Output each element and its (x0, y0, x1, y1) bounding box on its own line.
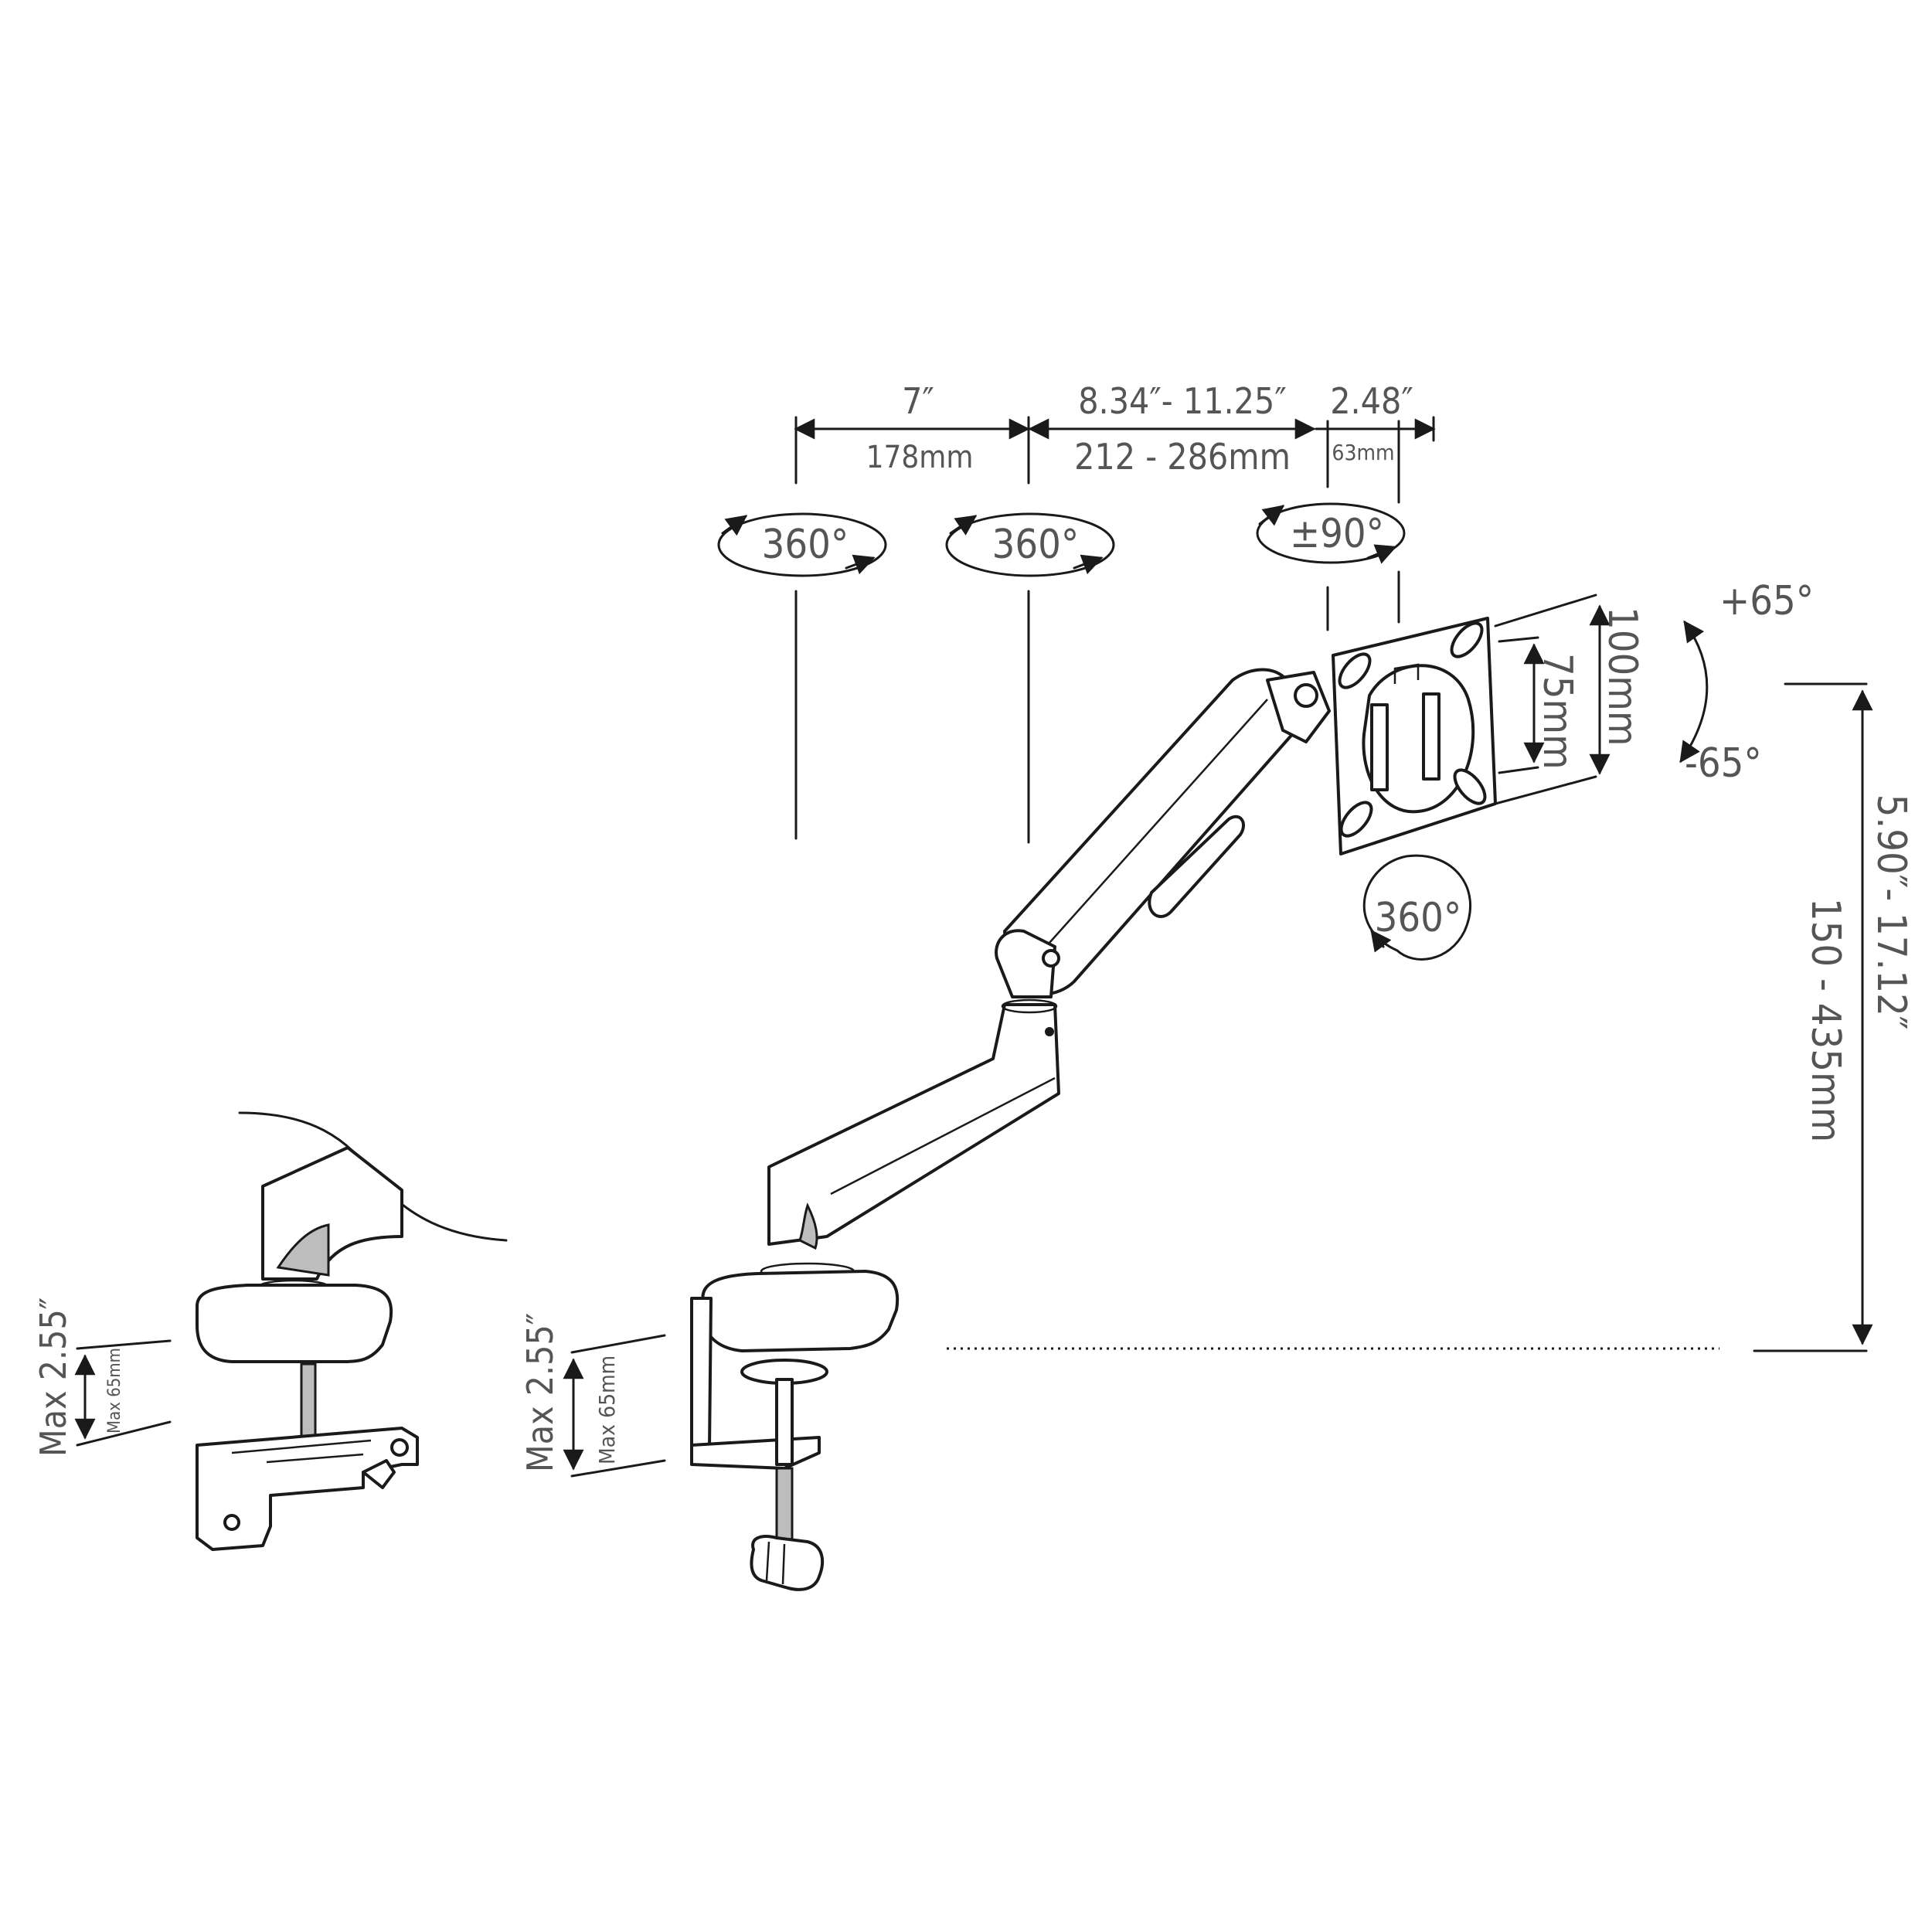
grommet-max-mm: Max 65mm (594, 1355, 620, 1464)
vesa-hole-tr (1450, 621, 1484, 658)
vesa-dimensions: 100mm 75mm (1494, 594, 1645, 805)
rotation-swivel: ±90° (1256, 502, 1406, 631)
tilt-indicator: +65° -65° (1679, 578, 1814, 787)
height-inches-label: 5.90″- 17.12″ (1868, 794, 1914, 1030)
inset-arm-shadow (276, 1223, 330, 1277)
elbow-rotation-label: 360° (992, 522, 1080, 568)
reach-2-inches: 8.34″- 11.25″ (1078, 380, 1287, 422)
inset-base-cap (196, 1284, 393, 1363)
reach-3-inches: 2.48″ (1330, 380, 1413, 422)
base-cap (701, 1270, 900, 1352)
vesa-75-label: 75mm (1534, 653, 1580, 770)
lower-arm (767, 998, 1060, 1250)
clamp-max-inches: Max 2.55″ (32, 1298, 74, 1457)
vesa-hole-bl (1339, 801, 1373, 838)
reach-3-mm: 63mm (1332, 440, 1394, 465)
upper-arm (995, 668, 1331, 998)
clamp-dimension: Max 2.55″ Max 65mm (32, 1298, 172, 1457)
vesa-hole-tl (1338, 652, 1372, 689)
height-mm-label: 150 - 435mm (1802, 898, 1849, 1142)
tilt-up-label: +65° (1719, 578, 1814, 624)
height-dimension: 5.90″- 17.12″ 150 - 435mm (947, 682, 1914, 1352)
elbow-joint (995, 929, 1056, 998)
reach-dimensions: 7″ 178mm 8.34″- 11.25″ 212 - 286mm 2.48″… (794, 380, 1436, 504)
reach-2-mm: 212 - 286mm (1074, 436, 1291, 478)
base-rotation-label: 360° (762, 522, 849, 568)
plate-slot-left (1370, 703, 1389, 791)
clamp-knob (750, 1535, 825, 1591)
tilt-down-label: -65° (1685, 740, 1762, 787)
plate-rotation-label: 360° (1375, 895, 1462, 941)
reach-1-inches: 7″ (902, 380, 934, 422)
plate-slot-right (1422, 692, 1440, 781)
vesa-plate (1332, 617, 1497, 855)
clamp-max-mm: Max 65mm (105, 1348, 124, 1434)
grommet-dimension: Max 2.55″ Max 65mm (519, 1313, 666, 1478)
clamp-post (690, 1297, 713, 1451)
rotation-plate: 360° (1362, 854, 1472, 961)
vesa-100-label: 100mm (1599, 607, 1645, 746)
desk-clamp-inset (196, 1111, 508, 1551)
rotation-elbow: 360° (945, 512, 1115, 844)
vesa-hole-br (1453, 768, 1487, 805)
swivel-label: ±90° (1290, 511, 1384, 557)
grommet-max-inches: Max 2.55″ (519, 1313, 561, 1472)
arm-shadow (798, 1202, 818, 1250)
inset-clamp-bracket (196, 1427, 419, 1551)
reach-1-mm: 178mm (866, 440, 974, 475)
rotation-base: 360° (717, 512, 887, 840)
spring-cylinder (1148, 815, 1245, 918)
grommet-base (690, 1262, 900, 1591)
